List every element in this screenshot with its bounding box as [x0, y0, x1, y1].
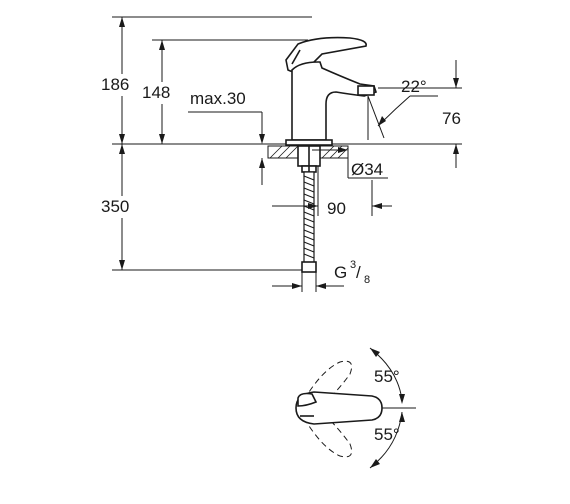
dim-max-thickness: max.30 [190, 89, 246, 108]
flex-hose [301, 171, 317, 273]
dim-rotation: 55° 55° [369, 347, 416, 469]
dim-diameter: Ø34 [312, 147, 383, 179]
dim-148: 148 [140, 40, 184, 144]
thread-denominator: 8 [364, 274, 370, 286]
dim-spout-height: 148 [142, 83, 170, 102]
dim-186: 186 350 [98, 17, 144, 270]
dim-90: 90 [272, 166, 392, 218]
thread-slash: / [356, 263, 361, 282]
thread-prefix: G [334, 263, 347, 282]
dim-max30: max.30 [190, 89, 265, 185]
dim-thread: G 3 / 8 [272, 259, 370, 292]
deck-section [267, 145, 349, 173]
dim-spout-reach-height: 76 [442, 109, 461, 128]
dim-total-height: 186 [101, 75, 129, 94]
dim-spout-angle: 22° [401, 77, 427, 96]
dim-lateral-offset: 90 [327, 199, 346, 218]
rotation-down-angle: 55° [374, 425, 400, 444]
thread-numerator: 3 [350, 259, 356, 271]
rotation-up-angle: 55° [374, 367, 400, 386]
dim-below-deck-length: 350 [101, 197, 129, 216]
faucet-side-view [285, 36, 378, 146]
dim-22deg: 22° [367, 77, 438, 140]
faucet-top-view [295, 360, 383, 458]
dim-76: 76 [442, 60, 461, 168]
dim-hole-diameter: Ø34 [351, 160, 383, 179]
